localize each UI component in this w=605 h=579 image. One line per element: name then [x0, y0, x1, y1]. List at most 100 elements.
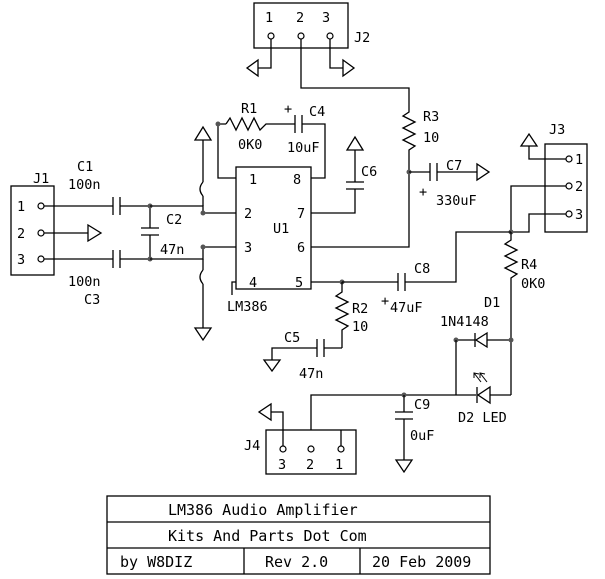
j2-pin2 [297, 32, 305, 40]
j2-pin3-label: 3 [322, 10, 330, 26]
j1-pin1-label: 1 [17, 199, 25, 215]
c4-value: 10uF [287, 140, 320, 156]
j3-label: J3 [549, 122, 565, 138]
c3-value: 100n [68, 274, 101, 290]
j1-label: J1 [33, 171, 49, 187]
j2-pin3 [326, 32, 334, 40]
j4-pin1 [337, 445, 345, 453]
c1-value: 100n [68, 177, 101, 193]
capacitor-c2: C2 47n [141, 206, 184, 259]
c7-value: 330uF [436, 193, 477, 209]
capacitor-c1: C1 100n [44, 159, 121, 215]
c8-plus: + [381, 293, 389, 309]
j1-pin2 [37, 229, 45, 237]
j1-pin3-label: 3 [17, 252, 25, 268]
c3-label: C3 [84, 292, 100, 308]
d1-value: 1N4148 [440, 314, 489, 330]
ic-part-number: LM386 [227, 299, 268, 315]
u1-pin3: 3 [244, 240, 252, 256]
u1-pin5: 5 [295, 275, 303, 291]
ground-symbol [257, 402, 272, 422]
ground-symbol [245, 58, 259, 78]
r1-label: R1 [241, 101, 257, 117]
r3-label: R3 [423, 109, 439, 125]
date-text: 20 Feb 2009 [372, 553, 471, 571]
connector-j4: 3 2 1 J4 [244, 429, 357, 475]
ground-symbol [193, 125, 213, 141]
d2-label: D2 LED [458, 410, 507, 426]
j1-pin1 [37, 202, 45, 210]
j3-pin1-label: 1 [575, 152, 583, 168]
j3-pin2 [565, 182, 573, 190]
u1-pin2: 2 [244, 206, 252, 222]
resistor-r1: R1 0K0 [225, 101, 274, 153]
j2-label: J2 [354, 30, 370, 46]
u1-pin6: 6 [297, 240, 305, 256]
c2-value: 47n [160, 242, 184, 258]
j4-label: J4 [244, 438, 260, 454]
capacitor-c7: + C7 330uF [419, 158, 477, 209]
c7-label: C7 [446, 158, 462, 174]
r3-value: 10 [423, 130, 439, 146]
j4-pin2-label: 2 [306, 457, 314, 473]
led-d2: D2 LED [456, 372, 511, 426]
r2-label: R2 [352, 301, 368, 317]
j4-pin3-label: 3 [278, 457, 286, 473]
c5-label: C5 [284, 330, 300, 346]
j3-pin3-label: 3 [575, 207, 583, 223]
capacitor-c3: 100n C3 [44, 250, 121, 308]
r4-label: R4 [521, 257, 537, 273]
u1-pin1: 1 [249, 172, 257, 188]
ground-symbol [342, 58, 356, 78]
author-text: by W8DIZ [120, 553, 192, 571]
company-text: Kits And Parts Dot Com [168, 527, 367, 545]
capacitor-c9: C9 0uF [395, 395, 434, 460]
ground-symbol [193, 327, 213, 342]
j4-pin1-label: 1 [335, 457, 343, 473]
j3-pin3 [565, 210, 573, 218]
revision-text: Rev 2.0 [265, 553, 328, 571]
u1-pin7: 7 [297, 206, 305, 222]
j4-pin2 [307, 445, 315, 453]
capacitor-c8: C8 + 47uF [381, 261, 430, 316]
connector-j1: J1 1 2 3 [10, 171, 55, 276]
j1-pin3 [37, 255, 45, 263]
capacitor-c5: C5 47n [284, 330, 325, 382]
diode-d1: D1 1N4148 [440, 295, 511, 349]
c9-label: C9 [414, 397, 430, 413]
j3-pin1 [565, 155, 573, 163]
u1-label: U1 [273, 221, 289, 237]
c8-value: 47uF [390, 300, 423, 316]
ic-u1-lm386: 1 2 3 4 8 7 6 5 U1 LM386 [227, 166, 312, 315]
u1-pin8: 8 [293, 172, 301, 188]
resistor-r3: R3 10 [401, 105, 439, 160]
j3-pin2-label: 2 [575, 179, 583, 195]
ground-symbol [345, 135, 365, 151]
ground-symbol [394, 459, 414, 474]
c2-label: C2 [166, 212, 182, 228]
c4-label: C4 [309, 104, 325, 120]
j2-pin1 [267, 32, 275, 40]
c1-label: C1 [77, 159, 93, 175]
r2-value: 10 [352, 319, 368, 335]
d1-label: D1 [484, 295, 500, 311]
j4-pin3 [279, 445, 287, 453]
c8-label: C8 [414, 261, 430, 277]
u1-pin4: 4 [249, 275, 257, 291]
connector-j3: 1 2 3 J3 [544, 122, 588, 233]
resistor-r2: R2 10 [334, 282, 368, 348]
c5-value: 47n [299, 366, 323, 382]
ground-symbol [262, 359, 282, 373]
j1-pin2-label: 2 [17, 226, 25, 242]
resistor-r4: R4 0K0 [503, 232, 545, 292]
ground-symbol [519, 132, 539, 147]
j2-pin2-label: 2 [296, 10, 304, 26]
title-text: LM386 Audio Amplifier [168, 501, 358, 519]
r1-value: 0K0 [238, 137, 262, 153]
ground-symbol [87, 223, 103, 243]
output-arrow-icon [476, 162, 491, 182]
capacitor-c6: C6 [346, 164, 377, 190]
r4-value: 0K0 [521, 276, 545, 292]
c9-value: 0uF [410, 428, 434, 444]
